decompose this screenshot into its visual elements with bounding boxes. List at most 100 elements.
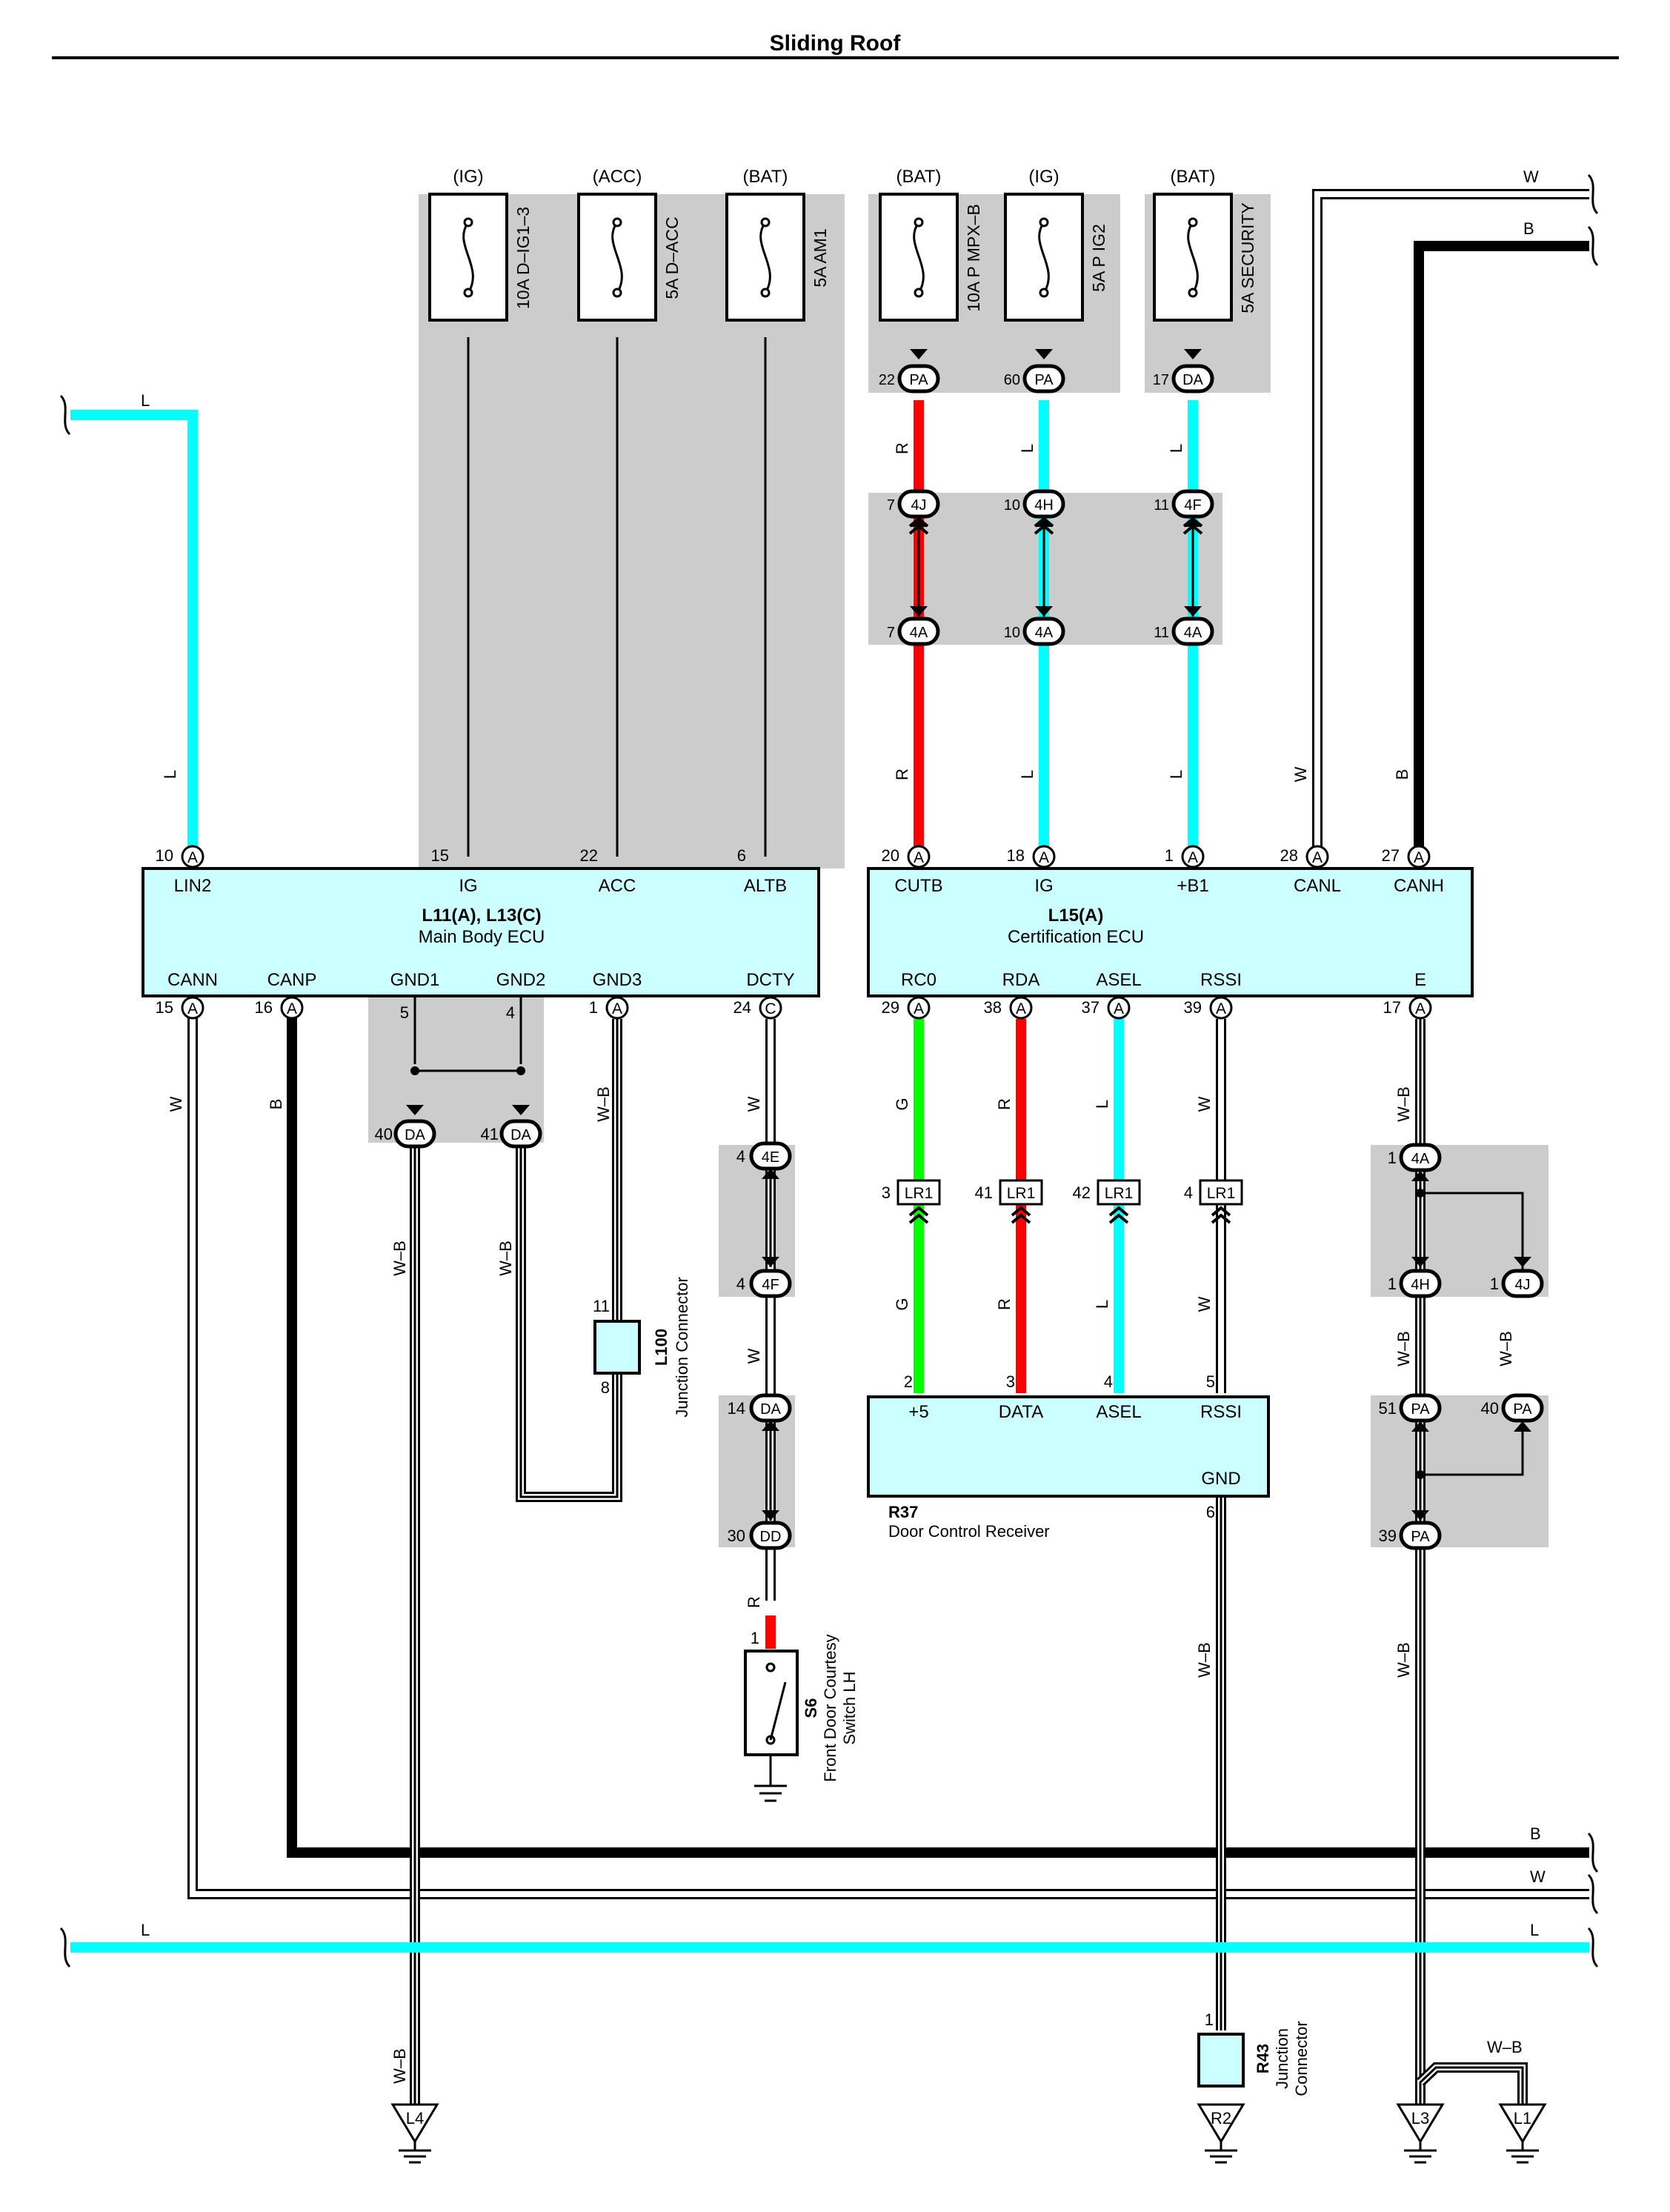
wire-label-28: W bbox=[1195, 1296, 1214, 1312]
conn-da-14: DA bbox=[760, 1401, 781, 1418]
main-top-pinno-1: 10 bbox=[156, 846, 173, 865]
l100-name: Junction Connector bbox=[673, 1277, 691, 1418]
main-bottom-pin-1-ring bbox=[181, 996, 204, 1020]
lr1-pin-1: 3 bbox=[882, 1183, 891, 1202]
main-ecu-top-pin-1: LIN2 bbox=[174, 876, 212, 896]
conn-4a-1: 4A bbox=[910, 625, 928, 641]
pin-r43-1: 1 bbox=[1205, 2010, 1214, 2029]
arrow-da40 bbox=[406, 1105, 424, 1115]
lr1-chevron-3 bbox=[1108, 1206, 1129, 1217]
cert-bottom-pin-a-2: A bbox=[1016, 1000, 1026, 1017]
arrow-down-e-4j bbox=[1514, 1257, 1531, 1267]
wire-label-8: R bbox=[893, 768, 911, 780]
pin-top-4H: 10 bbox=[1004, 497, 1020, 514]
cert-top-pinno-4: 28 bbox=[1280, 846, 1298, 865]
receiver-code: R37 bbox=[888, 1503, 918, 1521]
fuse-am1-element bbox=[759, 222, 771, 293]
cert-ecu-bottom-pin-3: ASEL bbox=[1096, 970, 1141, 990]
s6-name-2: Switch LH bbox=[840, 1671, 859, 1744]
arrow-down-dd bbox=[762, 1510, 779, 1521]
cert-ecu-top-pin-4: CANL bbox=[1294, 876, 1341, 896]
cert-top-pin-a-5-ring bbox=[1407, 845, 1431, 868]
conn-4a-2: 4A bbox=[1035, 625, 1054, 641]
conn-da-40: DA bbox=[405, 1127, 425, 1143]
receiver-pin-2: 3 bbox=[1006, 1372, 1015, 1391]
fuse-dacc-element bbox=[611, 222, 623, 293]
main-bottom-pin-1: A bbox=[187, 1000, 198, 1017]
conn-e-pa-39: PA bbox=[1411, 1529, 1430, 1545]
lr1-box-4 bbox=[1199, 1179, 1243, 1206]
main-top-pinno-2: 15 bbox=[431, 846, 449, 865]
wire-label-18: W bbox=[745, 1096, 763, 1112]
pin-4e-4: 4 bbox=[736, 1147, 745, 1166]
receiver-pin-4: 5 bbox=[1206, 1372, 1215, 1391]
conn-4j: 4J bbox=[911, 497, 926, 514]
wire-label-36: W bbox=[1530, 1867, 1546, 1886]
wire-label-16: W–B bbox=[390, 1240, 409, 1276]
wire-label-23: L bbox=[1093, 1100, 1111, 1109]
pin-lin2-a: A bbox=[187, 849, 198, 866]
lr1-box-1 bbox=[896, 1179, 941, 1206]
r43-name-2: Connector bbox=[1292, 2021, 1311, 2096]
lr1-chevron-4-b bbox=[1211, 1213, 1231, 1224]
cert-bottom-pin-a-5: A bbox=[1415, 1000, 1426, 1017]
ground-l3-triangle bbox=[1396, 2103, 1445, 2144]
l100-code: L100 bbox=[652, 1329, 671, 1366]
cert-bot-pinno-5: 17 bbox=[1383, 998, 1401, 1017]
main-body-ecu-code: L11(A), L13(C) bbox=[422, 906, 541, 926]
break-b-bottom-right bbox=[1587, 1832, 1599, 1873]
conn-da-40-outline bbox=[393, 1119, 436, 1149]
cert-top-pinno-2: 18 bbox=[1007, 846, 1025, 865]
fuse-dacc-term-top bbox=[612, 217, 622, 227]
lr1-chevron-4 bbox=[1211, 1206, 1231, 1217]
wire-label-32: W–B bbox=[1195, 1642, 1214, 1678]
page-title: Sliding Roof bbox=[770, 31, 902, 56]
pin-da-14: 14 bbox=[728, 1399, 745, 1418]
conn-e-pa-40: PA bbox=[1513, 1401, 1532, 1418]
cert-bot-pinno-2: 38 bbox=[984, 998, 1002, 1017]
fuse-ig1-3-term-bot bbox=[463, 288, 473, 298]
conn-e-pa-40-outline bbox=[1501, 1393, 1544, 1423]
lr1-chevron-2 bbox=[1011, 1206, 1031, 1217]
receiver-pin-3: 4 bbox=[1104, 1372, 1113, 1391]
wire-canp bbox=[287, 1012, 1589, 1858]
pin-22: 22 bbox=[879, 372, 895, 388]
conn-e-4j-outline bbox=[1501, 1269, 1544, 1298]
cert-ecu-top-pin-5: CANH bbox=[1394, 876, 1444, 896]
pin-s6-1: 1 bbox=[751, 1629, 759, 1647]
main-bot-pinno-4: 24 bbox=[733, 998, 751, 1017]
wire-label-22: R bbox=[995, 1098, 1014, 1110]
receiver-pin-6: 6 bbox=[1206, 1503, 1215, 1521]
arrow-da41 bbox=[512, 1105, 530, 1115]
wire-4h-4j bbox=[1420, 1192, 1524, 1275]
conn-e-pa-51: PA bbox=[1411, 1401, 1430, 1418]
cert-top-pin-a-2: A bbox=[1039, 849, 1049, 866]
wire-label-3: B bbox=[1523, 219, 1534, 238]
lr1-box-2 bbox=[999, 1179, 1043, 1206]
cert-ecu-top-pin-3: +B1 bbox=[1177, 876, 1208, 896]
arrow-down-e-pa39 bbox=[1411, 1510, 1429, 1521]
cert-top-pin-a-4: A bbox=[1312, 849, 1323, 866]
wire-l1-branch bbox=[1419, 2066, 1524, 2105]
pin-60: 60 bbox=[1004, 372, 1020, 388]
pin-l100-11: 11 bbox=[593, 1297, 610, 1315]
pin-top-4F: 11 bbox=[1154, 497, 1169, 514]
conn-e-4j: 4J bbox=[1514, 1277, 1530, 1293]
door-control-receiver bbox=[867, 1395, 1270, 1498]
main-bottom-pin-3: A bbox=[612, 1000, 622, 1017]
cert-bot-pinno-4: 39 bbox=[1184, 998, 1202, 1017]
conn-pa-60-outline bbox=[1022, 364, 1065, 393]
conn-da-17: DA bbox=[1182, 372, 1203, 388]
arrow-up-e-pa51 bbox=[1411, 1421, 1429, 1432]
lr1-box-3 bbox=[1097, 1179, 1141, 1206]
cert-bottom-pin-a-2-ring bbox=[1009, 996, 1033, 1020]
conn-da-41-outline bbox=[499, 1119, 542, 1149]
cert-top-pin-a-1-ring bbox=[907, 845, 931, 868]
fuse-ig1-3-label: 10A D–IG1–3 bbox=[513, 207, 533, 309]
fuse-ig1-3-term-top bbox=[463, 217, 473, 227]
pin-gnd2-4: 4 bbox=[506, 1003, 515, 1022]
conn-4f-outline bbox=[749, 1269, 792, 1298]
arrow-da17 bbox=[1184, 349, 1202, 359]
conn-e-pa-51-outline bbox=[1399, 1393, 1442, 1423]
fuse-am1-term-bot bbox=[760, 288, 771, 298]
